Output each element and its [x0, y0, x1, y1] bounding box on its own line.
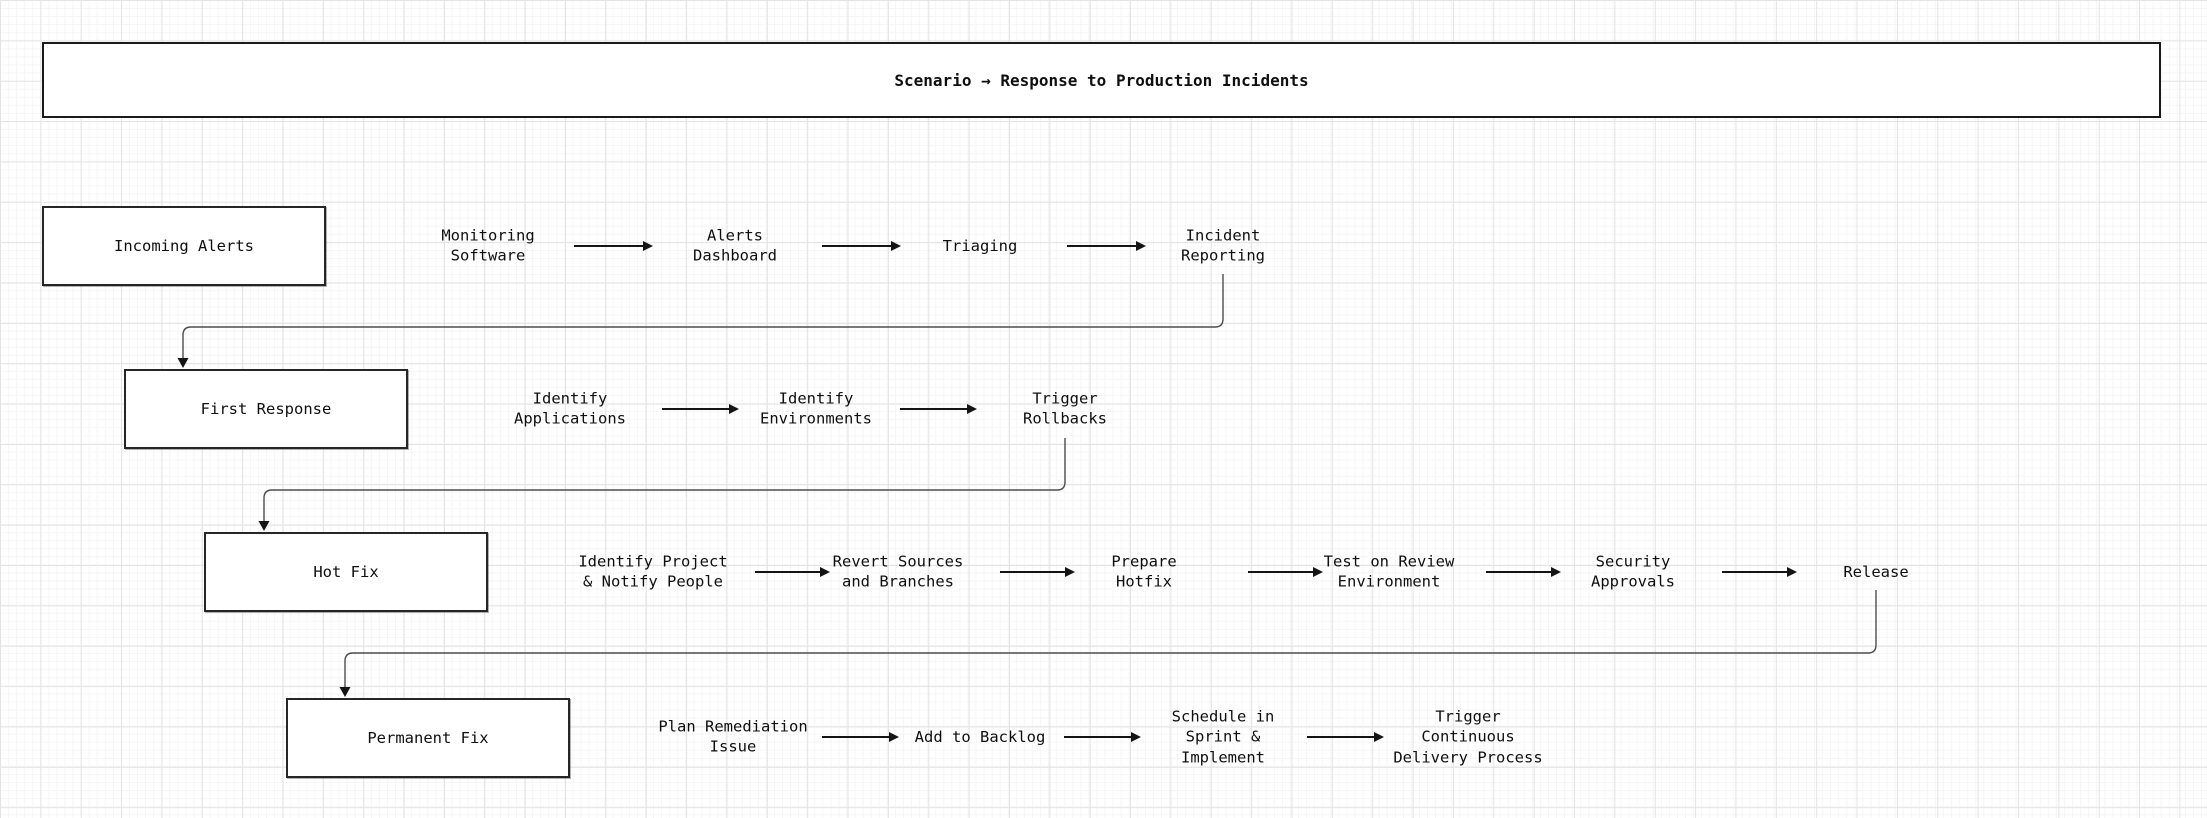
step-release: Release	[1843, 562, 1909, 581]
step-identify-environments: Identify Environments	[760, 389, 872, 428]
flow-arrow	[1000, 567, 1075, 577]
step-trigger-rollbacks: Trigger Rollbacks	[1023, 389, 1107, 428]
diagram-title: Scenario → Response to Production Incide…	[894, 70, 1309, 90]
node-label: First Response	[200, 400, 332, 418]
step-prepare-hotfix: Prepare Hotfix	[1111, 552, 1177, 591]
step-incident-reporting: Incident Reporting	[1181, 226, 1265, 265]
flow-arrow	[662, 404, 739, 414]
connector-arrowhead	[258, 521, 270, 531]
node-label: Hot Fix	[313, 563, 379, 581]
step-add-to-backlog: Add to Backlog	[914, 727, 1046, 746]
node-incoming-alerts: Incoming Alerts	[42, 206, 326, 286]
node-label: Permanent Fix	[367, 729, 489, 747]
flow-arrow	[822, 241, 901, 251]
flow-arrow	[574, 241, 653, 251]
flow-arrow	[755, 567, 830, 577]
flow-arrow	[822, 732, 899, 742]
flow-arrow	[1307, 732, 1384, 742]
step-identify-applications: Identify Applications	[514, 389, 626, 428]
node-hot-fix: Hot Fix	[204, 532, 488, 612]
flow-arrow	[900, 404, 977, 414]
step-triaging: Triaging	[942, 236, 1018, 255]
step-alerts-dashboard: Alerts Dashboard	[693, 226, 777, 265]
flow-arrow	[1248, 567, 1323, 577]
connector-release-to-permanent-fix	[344, 590, 1877, 689]
node-label: Incoming Alerts	[114, 237, 254, 255]
step-trigger-continuous-delivery: Trigger Continuous Delivery Process	[1393, 707, 1543, 767]
diagram-title-box: Scenario → Response to Production Incide…	[42, 42, 2161, 118]
step-test-review-environment: Test on Review Environment	[1323, 552, 1455, 591]
flow-arrow	[1067, 241, 1146, 251]
step-security-approvals: Security Approvals	[1591, 552, 1675, 591]
connector-arrowhead	[339, 687, 351, 697]
node-first-response: First Response	[124, 369, 408, 449]
step-plan-remediation-issue: Plan Remediation Issue	[658, 717, 808, 756]
step-monitoring-software: Monitoring Software	[441, 226, 535, 265]
step-schedule-sprint-implement: Schedule in Sprint & Implement	[1171, 707, 1275, 767]
step-identify-project-notify-people: Identify Project & Notify People	[578, 552, 728, 591]
flow-arrow	[1722, 567, 1797, 577]
step-revert-sources-branches: Revert Sources and Branches	[832, 552, 964, 591]
connector-trigger-rollbacks-to-hot-fix	[263, 438, 1066, 523]
flow-arrow	[1064, 732, 1141, 742]
node-permanent-fix: Permanent Fix	[286, 698, 570, 778]
flow-arrow	[1486, 567, 1561, 577]
connector-incident-reporting-to-first-response	[182, 274, 1224, 360]
connector-arrowhead	[177, 358, 189, 368]
